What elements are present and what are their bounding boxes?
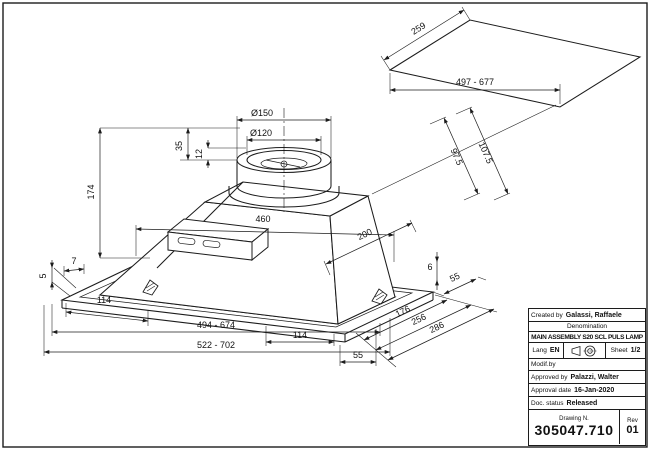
denomination-value: MAIN ASSEMBLY S20 SCL PULS LAMP: [531, 333, 643, 341]
rev-cell: Rev 01: [619, 410, 645, 444]
dim-55-right-label: 55: [448, 271, 461, 284]
title-block-denomination-row: MAIN ASSEMBLY S20 SCL PULS LAMP: [529, 332, 645, 343]
title-block-doc-status-row: Doc. status Released: [529, 397, 645, 410]
lang-value: EN: [549, 347, 560, 354]
approved-by-label: Approved by: [531, 373, 568, 381]
dim-6-label: 6: [427, 262, 432, 272]
title-block-lang-sheet-row: Lang EN Sheet 1/2: [529, 343, 645, 359]
dim-174-label: 174: [86, 184, 96, 199]
denomination-label: Denomination: [566, 323, 608, 330]
dim-460-label: 460: [255, 214, 270, 224]
dim-duct-outer-dia-label: Ø150: [251, 108, 273, 118]
projection-cell: [563, 343, 605, 358]
title-block-approval-date-row: Approval date 16-Jan-2020: [529, 384, 645, 397]
sheet-cell: Sheet 1/2: [605, 343, 645, 358]
dim-55-bottom-label: 55: [353, 350, 363, 360]
dim-107-5-label: 107.5: [477, 140, 495, 165]
doc-status-label: Doc. status: [531, 399, 564, 407]
lang-cell: Lang EN: [529, 343, 563, 358]
dim-5-label: 5: [38, 273, 48, 278]
projection-symbol-icon: [571, 345, 596, 356]
dim-35-label: 35: [174, 141, 184, 151]
dim-256-label: 256: [410, 312, 428, 327]
created-by-label: Created by: [531, 311, 563, 319]
title-block-drawing-number-row: Drawing N. 305047.710 Rev 01: [529, 410, 645, 444]
doc-status-value: Released: [566, 399, 598, 407]
title-block-approved-row: Approved by Palazzi, Walter: [529, 371, 645, 384]
title-block-denomination-label-row: Denomination: [529, 322, 645, 332]
dim-panel-width-label: 497 - 677: [456, 77, 494, 87]
sheet-value: 1/2: [630, 347, 641, 354]
dim-176-label: 176: [394, 304, 412, 319]
dim-overall-width-label: 522 - 702: [197, 340, 235, 350]
rev-label: Rev: [627, 418, 638, 424]
dim-286-label: 286: [428, 320, 446, 335]
dim-duct-inner-dia-label: Ø120: [250, 128, 272, 138]
modif-by-label: Modif.by: [531, 361, 556, 368]
drawing-number-value: 305047.710: [534, 422, 614, 438]
title-block-modif-row: Modif.by: [529, 359, 645, 371]
approved-by-value: Palazzi, Walter: [570, 373, 619, 381]
title-block: Created by Galassi, Raffaele Denominatio…: [528, 308, 646, 446]
dim-114-bottom-label: 114: [293, 330, 307, 340]
dim-114-left-label: 114: [97, 295, 111, 305]
lang-label: Lang: [532, 347, 547, 354]
dim-7-label: 7: [71, 256, 76, 266]
dimension-lines: [43, 9, 561, 364]
title-block-created-by-row: Created by Galassi, Raffaele: [529, 309, 645, 322]
drawing-n-label: Drawing N.: [559, 416, 589, 422]
drawing-number-cell: Drawing N. 305047.710: [529, 416, 619, 438]
sheet-label: Sheet: [610, 347, 628, 354]
approval-date-value: 16-Jan-2020: [574, 386, 615, 394]
dim-cutout-width-label: 494 - 674: [197, 320, 235, 330]
created-by-value: Galassi, Raffaele: [565, 311, 622, 319]
approval-date-label: Approval date: [531, 386, 572, 394]
dim-12-label: 12: [194, 149, 204, 159]
dim-97-5-label: 97.5: [449, 147, 465, 167]
rev-value: 01: [626, 424, 639, 436]
